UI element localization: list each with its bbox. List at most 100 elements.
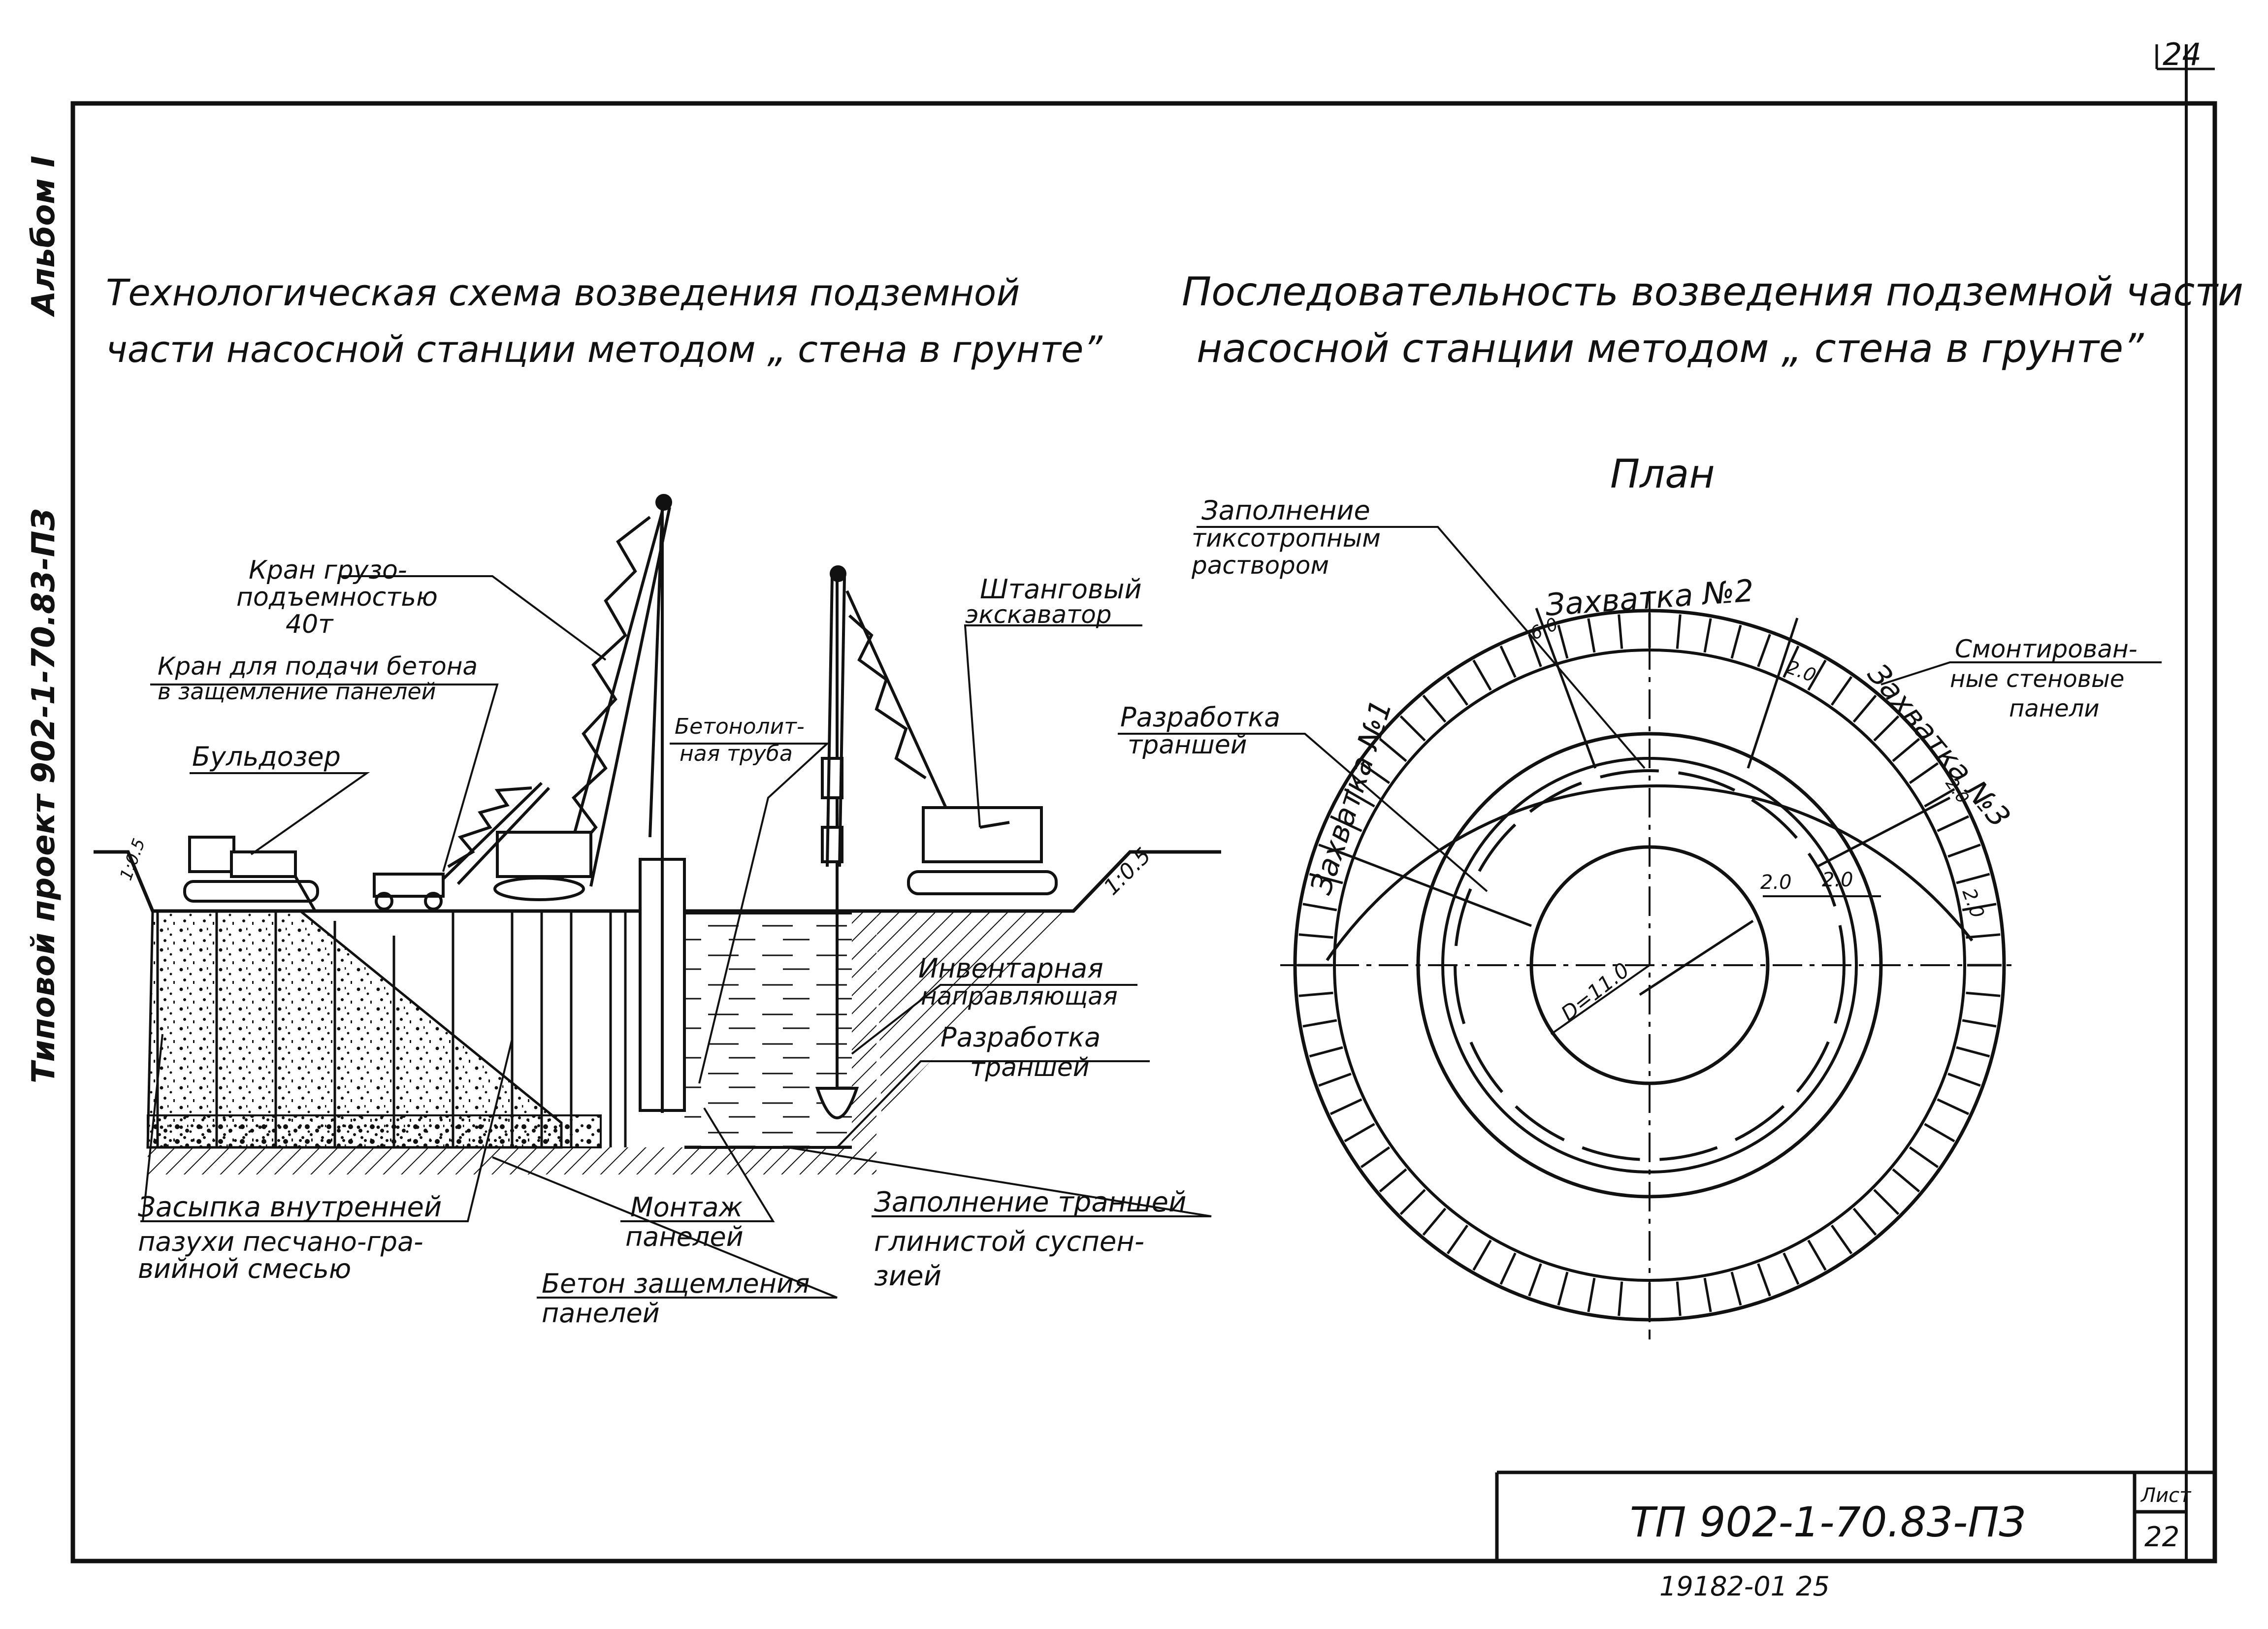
panel-tick bbox=[1703, 1277, 1712, 1312]
crane-40t bbox=[493, 494, 672, 901]
panel-tick bbox=[1807, 1239, 1827, 1271]
excavator-grab bbox=[815, 576, 859, 1119]
panel-tick bbox=[1302, 1019, 1337, 1028]
panel-tick bbox=[1937, 1098, 1970, 1115]
panel-tick bbox=[1757, 1263, 1771, 1297]
right-title-line-1: Последовательность возведения подземной … bbox=[1182, 269, 2243, 315]
panel-tick bbox=[1499, 645, 1517, 678]
label-fill-trench-3: зией bbox=[874, 1260, 941, 1292]
dim-2-0-inner-b: 2.0 bbox=[1822, 869, 1853, 891]
plan-diagram: План bbox=[1118, 451, 2162, 1339]
panel-tick bbox=[1676, 1281, 1682, 1316]
panel-tick bbox=[1318, 1073, 1352, 1087]
panel-tick bbox=[1618, 1281, 1623, 1316]
label-trench-dev-1: Разработка bbox=[940, 1022, 1101, 1053]
panel-tick bbox=[1472, 659, 1492, 691]
dim-2-0-right: 2.0 bbox=[1958, 885, 1989, 921]
document-code: ТП 902-1-70.83-ПЗ bbox=[1630, 1498, 2025, 1546]
label-crane-capacity-1: Кран грузо- bbox=[249, 555, 407, 585]
inventory-number: 19182-01 25 bbox=[1659, 1571, 1830, 1602]
panel-tick bbox=[1344, 1123, 1375, 1142]
trench-suspension bbox=[684, 913, 852, 1147]
label-crane-concrete-2: в защемление панелей bbox=[158, 678, 436, 705]
label-crane-concrete-1: Кран для подачи бетона bbox=[158, 652, 478, 681]
label-trench-dev-2: траншей bbox=[970, 1053, 1090, 1082]
panel-tick bbox=[1956, 873, 1990, 884]
label-backfill-3: вийной смесью bbox=[138, 1253, 351, 1284]
wall-panels bbox=[156, 911, 627, 1147]
panel-tick bbox=[1873, 1189, 1900, 1215]
sheet-number: 22 bbox=[2144, 1521, 2179, 1553]
plan-leader-lines bbox=[1118, 526, 2162, 892]
title-block bbox=[1495, 1470, 2215, 1561]
panel-tick bbox=[1782, 645, 1800, 678]
panel-tick bbox=[1557, 1271, 1569, 1306]
panel-tick bbox=[1924, 788, 1955, 808]
panel-tick bbox=[1873, 715, 1900, 742]
panel-tick bbox=[1360, 1146, 1391, 1169]
panel-tick bbox=[1379, 738, 1407, 762]
panel-tick bbox=[1618, 614, 1623, 649]
right-title-line-2: насосной станции методом „ стена в грунт… bbox=[1197, 326, 2144, 371]
panel-tick bbox=[1830, 1224, 1853, 1255]
panel-tick bbox=[1298, 933, 1333, 939]
dim-diameter: D=11.0 bbox=[1556, 958, 1634, 1026]
label-backfill-2: пазухи песчано-гра- bbox=[138, 1226, 423, 1257]
left-title-line-1: Технологическая схема возведения подземн… bbox=[106, 272, 1020, 314]
panel-tick bbox=[1472, 1239, 1492, 1271]
panel-tick bbox=[1966, 933, 2001, 939]
panel-tick bbox=[1909, 1146, 1939, 1169]
panel-tick bbox=[1807, 659, 1827, 691]
label-thixo-2: тиксотропным bbox=[1192, 524, 1381, 553]
panel-tick bbox=[1909, 762, 1939, 784]
label-thixo-1: Заполнение bbox=[1201, 495, 1370, 526]
soil-hatch bbox=[148, 911, 1073, 1174]
label-guide-1: Инвентарная bbox=[918, 953, 1103, 984]
label-fill-trench-1: Заполнение траншей bbox=[874, 1186, 1186, 1218]
label-crane-capacity-3: 40т bbox=[286, 610, 334, 639]
label-excavator-2: экскаватор bbox=[965, 600, 1112, 629]
label-mounted-3: панели bbox=[2009, 695, 2100, 722]
panel-tick bbox=[1528, 1263, 1542, 1297]
label-thixo-3: раствором bbox=[1191, 551, 1329, 580]
panel-tick bbox=[1309, 873, 1343, 884]
label-concrete-pipe-1: Бетонолит- bbox=[675, 714, 805, 739]
panel-tick bbox=[1587, 1277, 1596, 1312]
label-backfill-1: Засыпка внутренней bbox=[138, 1191, 442, 1223]
label-slope-left: 1:0.5 bbox=[116, 836, 149, 883]
label-fill-trench-2: глинистой суспен- bbox=[874, 1226, 1144, 1258]
panel-tick bbox=[1947, 1073, 1981, 1087]
label-trench-dev-plan-2: траншей bbox=[1128, 730, 1247, 760]
page-number: 24 bbox=[2163, 36, 2202, 72]
crane-concrete bbox=[373, 782, 551, 911]
panel-tick bbox=[1830, 676, 1853, 706]
label-bulldozer: Бульдозер bbox=[192, 741, 341, 772]
label-mounting-1: Монтаж bbox=[630, 1192, 743, 1223]
label-concrete-clamp-2: панелей bbox=[542, 1298, 660, 1329]
panel-tick bbox=[1703, 618, 1712, 653]
left-title-line-2: части насосной станции методом „ стена в… bbox=[106, 328, 1102, 371]
panel-tick bbox=[1329, 1098, 1362, 1115]
label-crane-capacity-2: подъемностью bbox=[236, 583, 438, 612]
panel-tick bbox=[1782, 1252, 1800, 1285]
panel-tick bbox=[1937, 815, 1970, 832]
panel-tick bbox=[1962, 903, 1997, 912]
panel-tick bbox=[1309, 1046, 1343, 1058]
panel-tick bbox=[1344, 788, 1375, 808]
label-grip-2: Захватка №2 bbox=[1544, 573, 1755, 623]
side-album-label: Альбом I bbox=[26, 156, 62, 318]
panel-tick bbox=[1852, 694, 1877, 723]
panel-tick bbox=[1962, 1019, 1997, 1028]
panel-tick bbox=[1676, 614, 1682, 649]
panel-ticks bbox=[1297, 613, 2002, 1317]
panel-tick bbox=[1852, 1207, 1877, 1236]
panel-tick bbox=[1587, 618, 1596, 653]
panel-tick bbox=[1329, 815, 1362, 832]
leader-lines bbox=[140, 575, 1212, 1299]
panel-tick bbox=[1557, 624, 1569, 659]
label-excavator-1: Штанговый bbox=[980, 574, 1142, 605]
plan-title: План bbox=[1610, 451, 1715, 497]
sheet-frame bbox=[70, 44, 2217, 1564]
ground-surface bbox=[94, 850, 1221, 913]
